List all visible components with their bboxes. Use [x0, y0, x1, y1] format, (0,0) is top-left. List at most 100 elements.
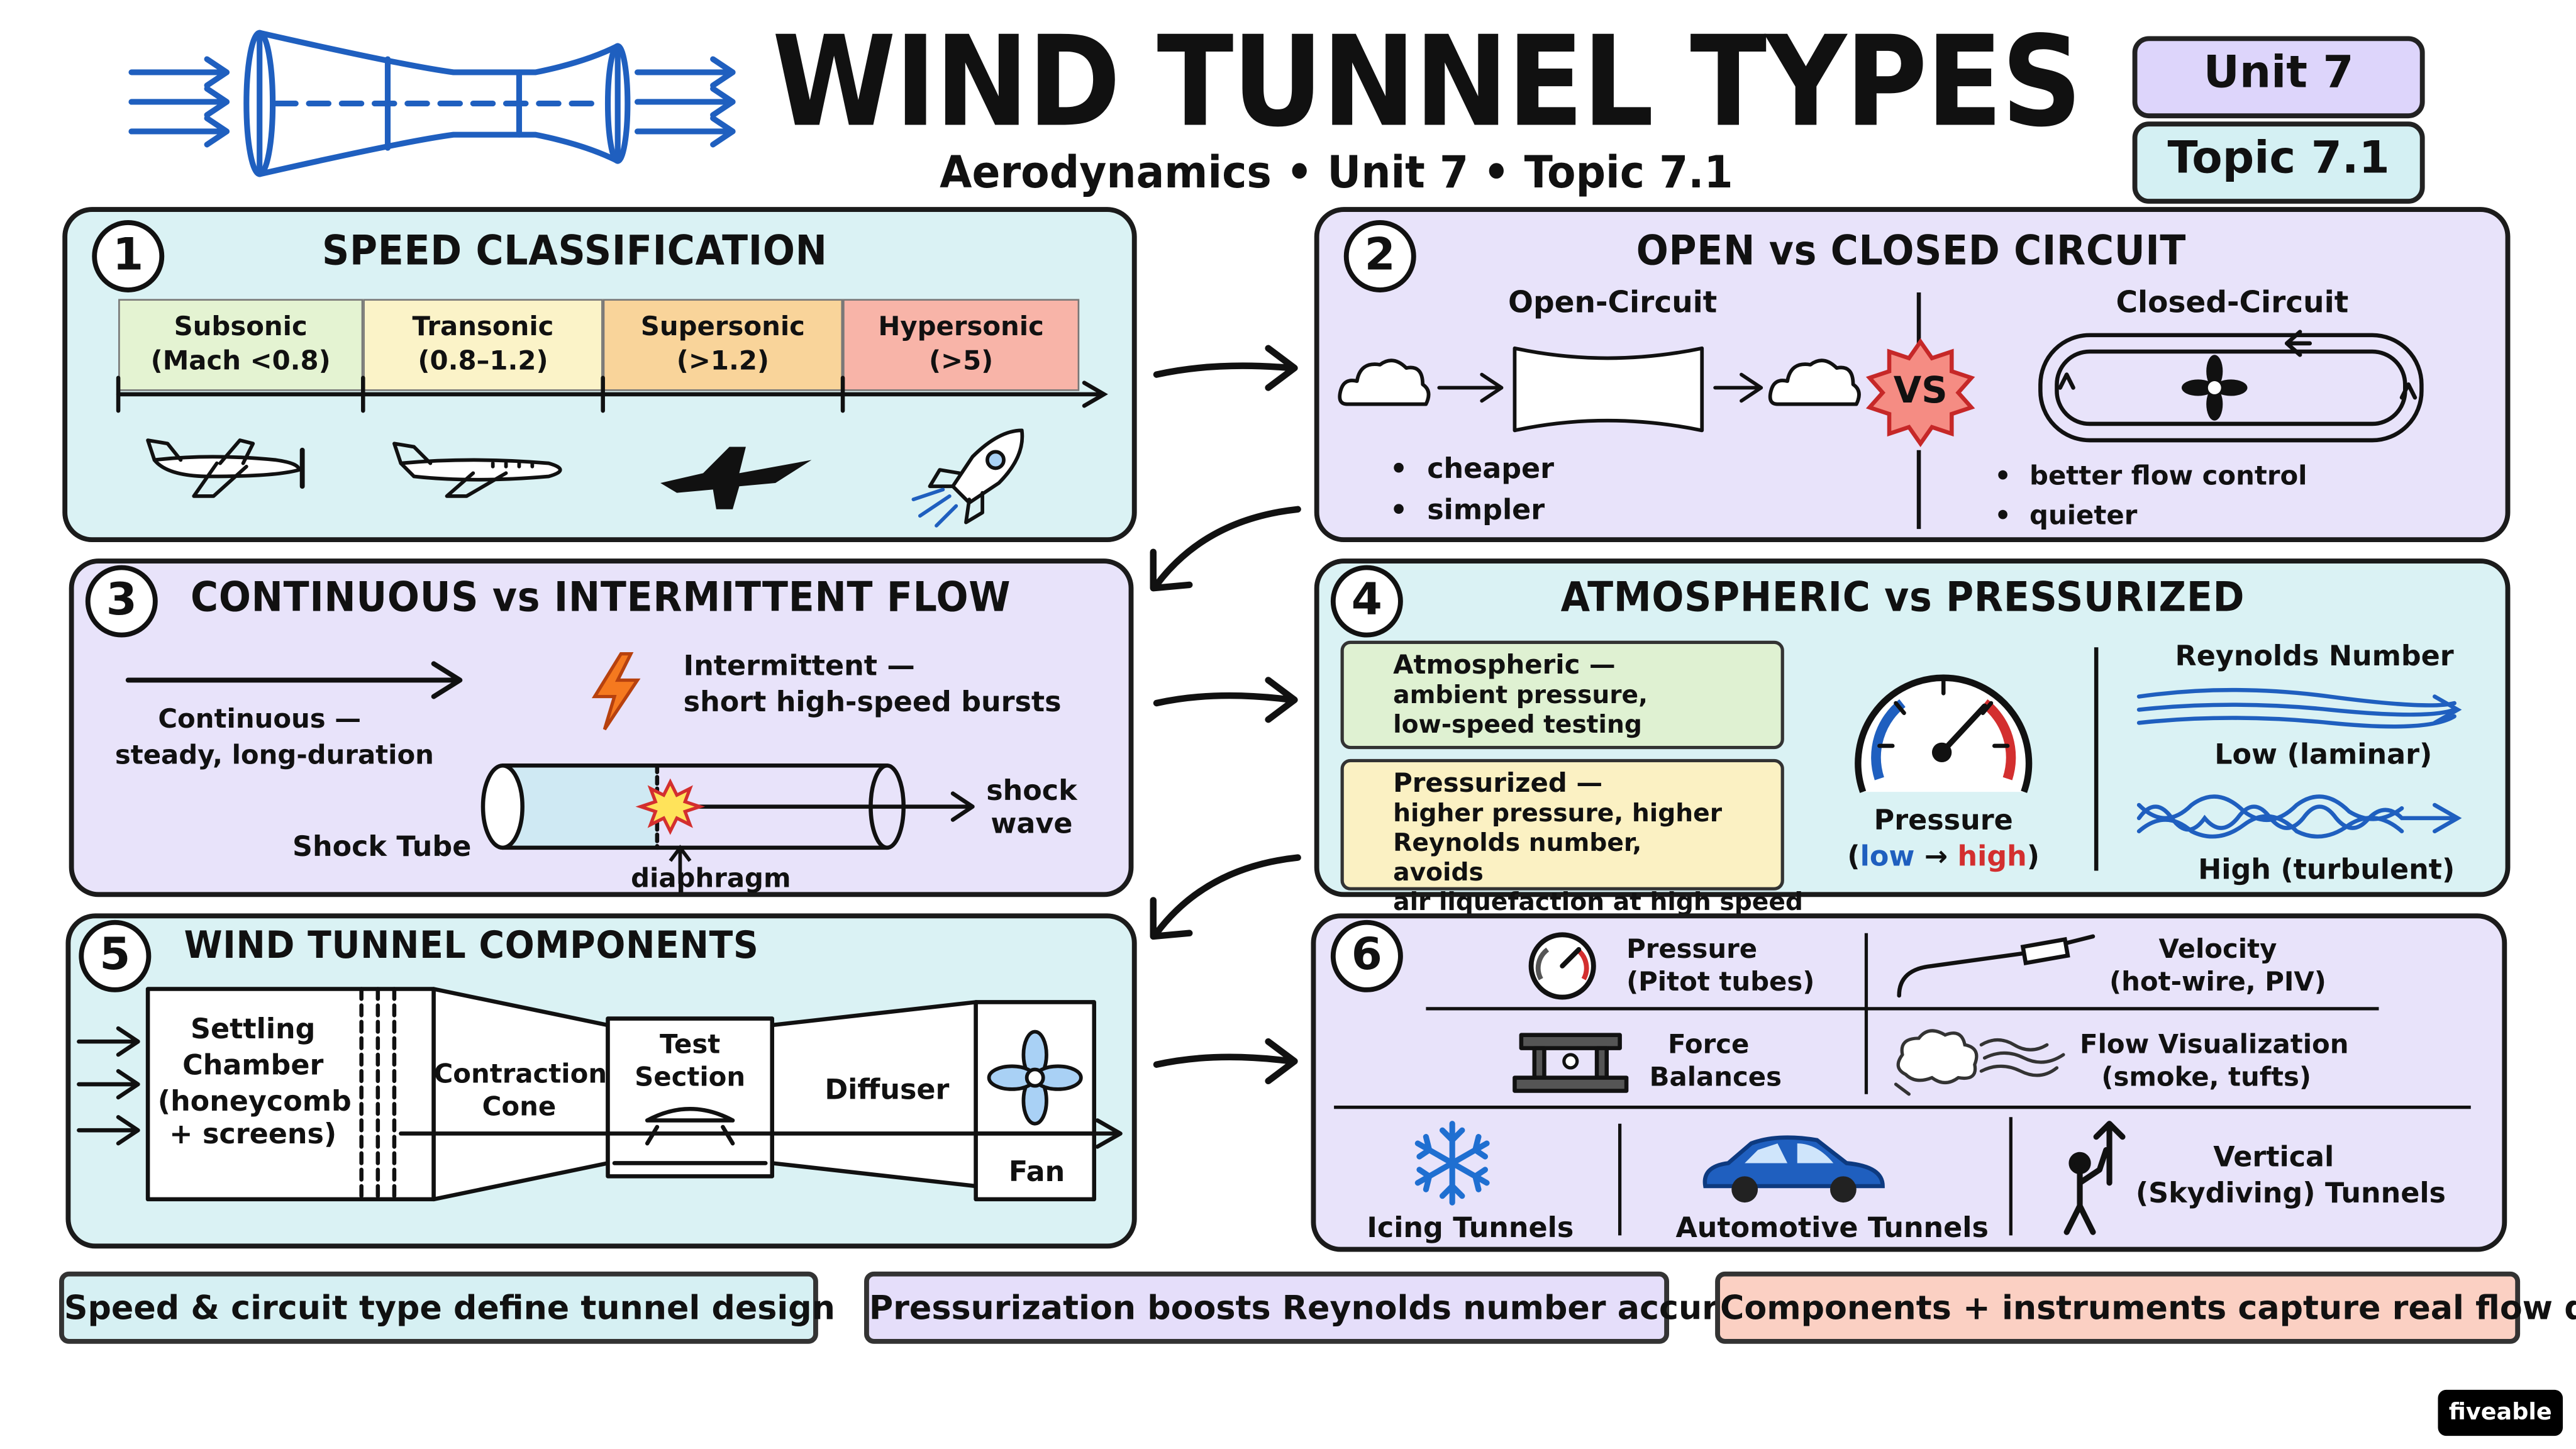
unit-tag: Unit 7 [2132, 36, 2425, 119]
contraction-line: Cone [482, 1091, 557, 1123]
atmospheric-line: ambient pressure, [1393, 680, 1648, 710]
segment-name: Supersonic [640, 310, 805, 342]
gauge-low: low [1860, 841, 1915, 874]
velocity-line: (hot-wire, PIV) [2109, 965, 2326, 997]
speed-axis-arrow [116, 375, 1108, 413]
automotive-tunnels-label: Automotive Tunnels [1675, 1212, 1989, 1246]
diaphragm-label: diaphragm [631, 862, 791, 894]
pressurized-line: air liquefaction at high speed [1393, 887, 1804, 917]
panel-number-5: 5 [79, 919, 152, 992]
pressurized-line: Reynolds number, avoids [1393, 828, 1642, 887]
panel-number-2: 2 [1343, 220, 1416, 292]
shock-wave-line: shock [986, 775, 1077, 809]
speed-segment-transonic: Transonic (0.8–1.2) [363, 299, 603, 391]
tunnel-fan-icon [987, 1030, 1083, 1126]
vertical-tunnels-label: Vertical (Skydiving) Tunnels [2135, 1140, 2446, 1213]
propeller-plane-icon [146, 438, 305, 498]
icing-tunnels-label: Icing Tunnels [1367, 1212, 1574, 1246]
open-point-1: • cheaper [1389, 453, 1555, 487]
closed-point-1: • better flow control [1994, 460, 2307, 492]
turbulent-label: High (turbulent) [2198, 854, 2455, 887]
pressure-line: Pressure [1626, 933, 1758, 965]
footer-note-speed: Speed & circuit type define tunnel desig… [59, 1271, 835, 1344]
airliner-icon [392, 441, 562, 498]
segment-range: (>5) [928, 345, 994, 377]
smoke-visualization-icon [1894, 1029, 2065, 1096]
segment-range: (>1.2) [676, 345, 769, 377]
turbulent-flow-icon [2136, 794, 2462, 839]
intermittent-line: short high-speed bursts [683, 686, 1062, 720]
vs-label: VS [1893, 371, 1948, 413]
pressure-instrument-label: Pressure (Pitot tubes) [1626, 933, 1814, 999]
speed-segment-hypersonic: Hypersonic (>5) [843, 299, 1080, 391]
velocity-instrument-label: Velocity (hot-wire, PIV) [2103, 933, 2333, 999]
tunnel-components-diagram [77, 987, 1123, 1202]
settling-line: Chamber [182, 1050, 324, 1083]
gauge-paren-open: ( [1847, 841, 1860, 874]
flow-arrow-5-6 [1153, 1038, 1298, 1085]
gauge-label: Pressure [1874, 804, 2013, 838]
flow-arrow-3-4 [1153, 677, 1298, 723]
intermittent-label: Intermittent — short high-speed bursts [684, 650, 1062, 719]
pressurized-line: Pressurized — [1393, 767, 1603, 799]
atmospheric-line: low-speed testing [1393, 709, 1642, 740]
flowviz-line: Flow Visualization [2080, 1028, 2349, 1060]
closed-point-2: • quieter [1994, 499, 2138, 531]
rocket-icon [911, 428, 1024, 528]
closed-circuit-label: Closed-Circuit [2116, 286, 2349, 321]
contraction-line: Contraction [433, 1058, 608, 1089]
contraction-cone-label: Contraction Cone [433, 1058, 608, 1123]
diffuser-label: Diffuser [824, 1074, 950, 1108]
reynolds-divider [2094, 647, 2099, 871]
fiveable-logo: fiveable [2438, 1389, 2563, 1436]
panel-title-components: WIND TUNNEL COMPONENTS [184, 924, 759, 968]
open-circuit-diagram [1338, 346, 1861, 433]
snowflake-icon [1414, 1121, 1490, 1206]
continuous-line: steady, long-duration [114, 739, 434, 771]
settling-line: Settling [191, 1013, 316, 1046]
atmospheric-box: Atmospheric — ambient pressure, low-spee… [1340, 640, 1784, 750]
flow-arrow-2-3 [1150, 506, 1301, 592]
fan-label: Fan [1008, 1156, 1065, 1190]
settling-line: + screens) [169, 1118, 337, 1152]
closed-point-text: quieter [2029, 499, 2138, 531]
velocity-line: Velocity [2158, 933, 2277, 965]
force-instrument-label: Force Balances [1649, 1028, 1782, 1094]
car-icon [1702, 1135, 1885, 1203]
pressure-gauge-icon [1855, 674, 2033, 793]
force-line: Balances [1649, 1061, 1782, 1093]
speed-segment-supersonic: Supersonic (>1.2) [602, 299, 843, 391]
panel-title-flow: CONTINUOUS vs INTERMITTENT FLOW [191, 573, 1011, 621]
lightning-icon [591, 652, 641, 731]
circuit-divider [1916, 292, 1921, 530]
panel-number-1: 1 [92, 220, 165, 292]
footer-note-pressurization: Pressurization boosts Reynolds number ac… [864, 1271, 1781, 1344]
burst-icon [635, 778, 706, 835]
segment-name: Hypersonic [878, 310, 1044, 342]
continuous-line: Continuous — [158, 703, 362, 735]
flowviz-line: (smoke, tufts) [2101, 1061, 2311, 1093]
pressure-line: (Pitot tubes) [1626, 965, 1815, 997]
intermittent-line: Intermittent — [683, 650, 915, 684]
page-subtitle: Aerodynamics • Unit 7 • Topic 7.1 [940, 148, 1733, 199]
segment-range: (0.8–1.2) [418, 345, 548, 377]
gauge-paren-close: ) [2026, 841, 2040, 874]
shock-wave-label: shock wave [985, 775, 1077, 841]
flow-arrow-4-5 [1150, 854, 1301, 940]
cloud-icon [1338, 358, 1431, 406]
panel-title-speed: SPEED CLASSIFICATION [321, 226, 828, 275]
continuous-label: Continuous — steady, long-duration [114, 703, 434, 772]
pressure-dial-icon [1528, 932, 1596, 1000]
test-section-label: Test Section [608, 1028, 772, 1094]
hot-wire-probe-icon [1897, 934, 2096, 998]
jet-fighter-icon [660, 447, 812, 509]
panel-title-pressure: ATMOSPHERIC vs PRESSURIZED [1560, 573, 2245, 621]
vertical-line: (Skydiving) Tunnels [2135, 1177, 2446, 1211]
footer-note-components: Components + instruments capture real fl… [1715, 1271, 2576, 1344]
topic-tag: Topic 7.1 [2132, 121, 2425, 204]
open-point-text: simpler [1427, 494, 1545, 528]
test-section-line: Section [635, 1061, 746, 1093]
gauge-arrow: → [1924, 841, 1948, 874]
settling-line: (honeycomb [157, 1085, 352, 1119]
